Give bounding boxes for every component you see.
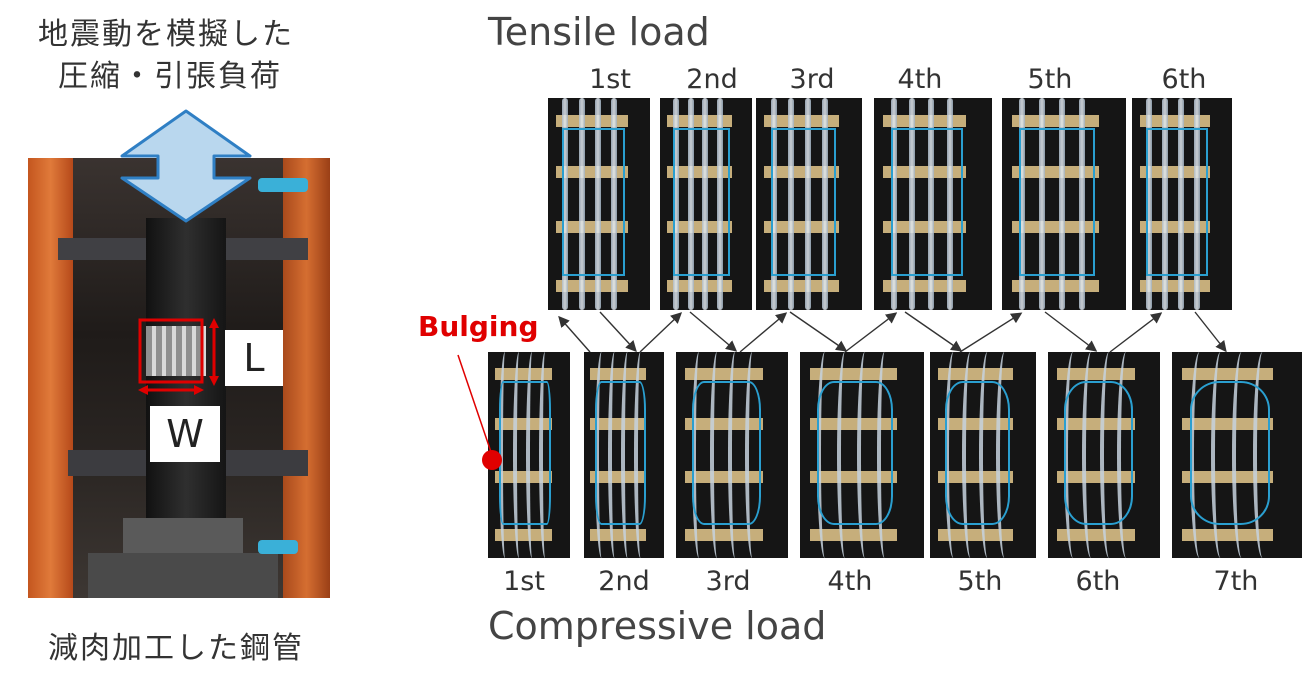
- compressive-cycle-label-6: 6th: [1075, 566, 1121, 597]
- compressive-load-title: Compressive load: [488, 604, 827, 648]
- tensile-cycle-label-3: 3rd: [789, 64, 835, 95]
- bulging-pointer-line: [457, 354, 493, 456]
- dimension-label-W: W: [150, 406, 220, 462]
- specimen-highlight-box: [138, 318, 204, 384]
- tensile-cycle-label-6: 6th: [1161, 64, 1207, 95]
- tensile-photo-6: [1132, 98, 1232, 310]
- compressive-cycle-label-4: 4th: [827, 566, 873, 597]
- load-caption-line1: 地震動を模擬した: [38, 17, 294, 52]
- compressive-photo-7: [1172, 352, 1302, 558]
- steel-pipe-caption: 減肉加工した鋼管: [48, 631, 304, 666]
- tensile-cycle-label-1: 1st: [589, 64, 631, 95]
- tensile-cycle-label-4: 4th: [897, 64, 943, 95]
- compressive-photo-2: [584, 352, 664, 558]
- compressive-photo-4: [800, 352, 924, 558]
- tensile-photo-3: [756, 98, 862, 310]
- bulging-marker-dot: [482, 450, 502, 470]
- compressive-cycle-label-3: 3rd: [705, 566, 751, 597]
- tensile-photo-2: [660, 98, 752, 310]
- tensile-photo-1: [548, 98, 650, 310]
- load-caption-line2: 圧縮・引張負荷: [58, 59, 282, 94]
- compressive-cycle-label-2: 2nd: [598, 566, 650, 597]
- tensile-photo-4: [874, 98, 992, 310]
- compressive-cycle-label-7: 7th: [1213, 566, 1259, 597]
- compressive-cycle-label-1: 1st: [503, 566, 545, 597]
- compressive-photo-5: [930, 352, 1036, 558]
- tensile-load-title: Tensile load: [488, 10, 710, 54]
- specimen-dimension-overlay: [138, 318, 219, 395]
- compressive-photo-3: [676, 352, 788, 558]
- tensile-photo-5: [1002, 98, 1126, 310]
- double-arrow-icon: [120, 109, 252, 223]
- bulging-label: Bulging: [418, 310, 539, 343]
- tensile-cycle-label-2: 2nd: [686, 64, 738, 95]
- tensile-cycle-label-5: 5th: [1027, 64, 1073, 95]
- dimension-label-L: L: [225, 330, 283, 386]
- compressive-photo-6: [1048, 352, 1160, 558]
- compressive-photo-1: [488, 352, 570, 558]
- compressive-cycle-label-5: 5th: [957, 566, 1003, 597]
